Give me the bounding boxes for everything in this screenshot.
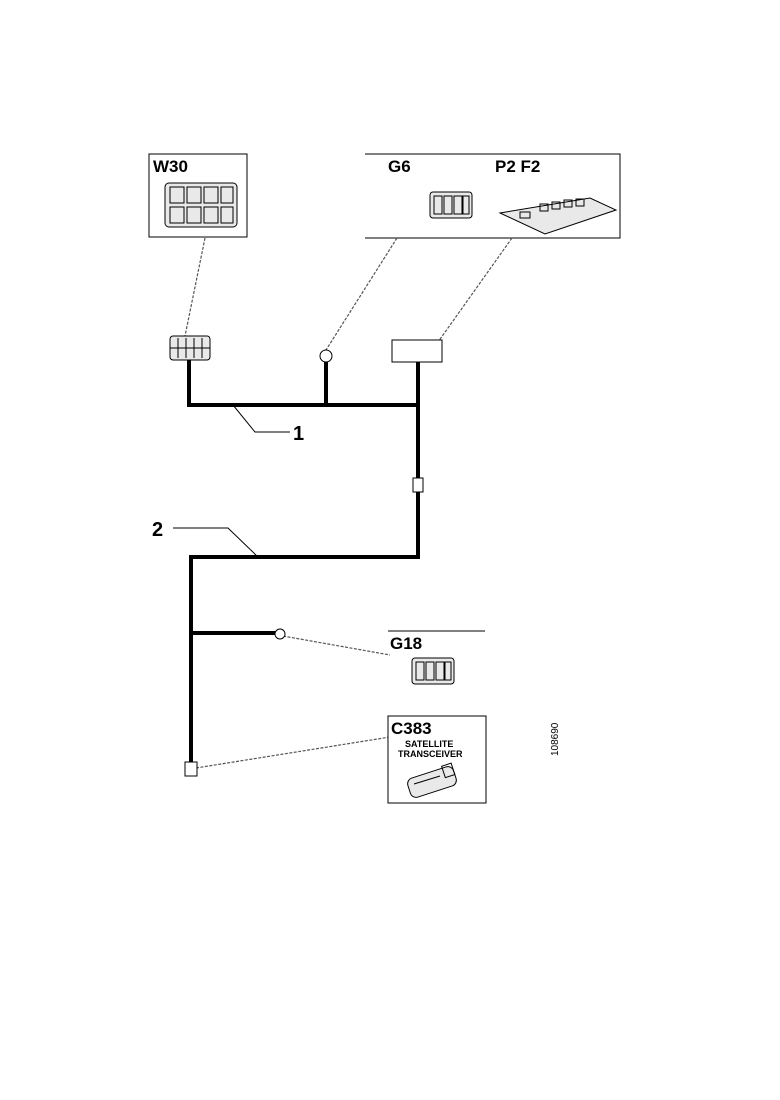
g6-ring-terminal-icon[interactable] — [319, 349, 333, 363]
w30-harness-connector-icon[interactable] — [169, 335, 211, 361]
harness-1-callout-line — [232, 404, 290, 433]
c383-harness-connector-icon[interactable] — [184, 761, 198, 777]
g6-p2f2-frame — [365, 153, 621, 239]
inline-connector-icon[interactable] — [412, 477, 424, 493]
g18-label: G18 — [390, 634, 422, 653]
p2f2-leader-line — [437, 237, 513, 343]
harness-2-callout-line — [173, 527, 259, 558]
w30-relay-block-icon — [164, 182, 238, 228]
g6-component[interactable]: G6 — [388, 157, 473, 219]
w30-label: W30 — [153, 157, 188, 176]
harness-2-number: 2 — [152, 519, 163, 541]
g18-component[interactable]: G18 — [388, 630, 485, 685]
fuse-box-icon — [498, 197, 618, 235]
g18-leader-line — [282, 635, 391, 656]
harness-1-number: 1 — [293, 423, 304, 445]
transceiver-connector-icon — [407, 762, 457, 798]
g18-ring-terminal-icon[interactable] — [274, 628, 286, 640]
figure-id: 108690 — [550, 722, 561, 756]
satellite-transceiver-line1: SATELLITE — [405, 739, 453, 749]
g6-label: G6 — [388, 157, 411, 176]
g6-p2f2-panel — [365, 153, 621, 239]
w30-component[interactable]: W30 — [148, 153, 248, 238]
harness-1[interactable] — [187, 360, 420, 478]
c383-leader-line — [195, 736, 391, 769]
p2f2-harness-connector-icon[interactable] — [391, 339, 443, 363]
harness-2-main-run — [189, 492, 420, 762]
p2f2-label: P2 F2 — [495, 157, 540, 176]
satellite-transceiver-line2: TRANSCEIVER — [398, 749, 463, 759]
p2f2-component[interactable]: P2 F2 — [495, 157, 618, 235]
g6-ground-terminal-icon — [429, 191, 473, 219]
w30-leader-line — [184, 237, 206, 337]
c383-label: C383 — [391, 719, 432, 738]
g18-ground-terminal-icon — [411, 657, 455, 685]
g6-leader-line — [325, 237, 398, 351]
harness-1-main-run — [187, 360, 418, 407]
harness-2[interactable] — [189, 492, 420, 762]
c383-component[interactable]: C383 SATELLITE TRANSCEIVER — [387, 715, 487, 804]
